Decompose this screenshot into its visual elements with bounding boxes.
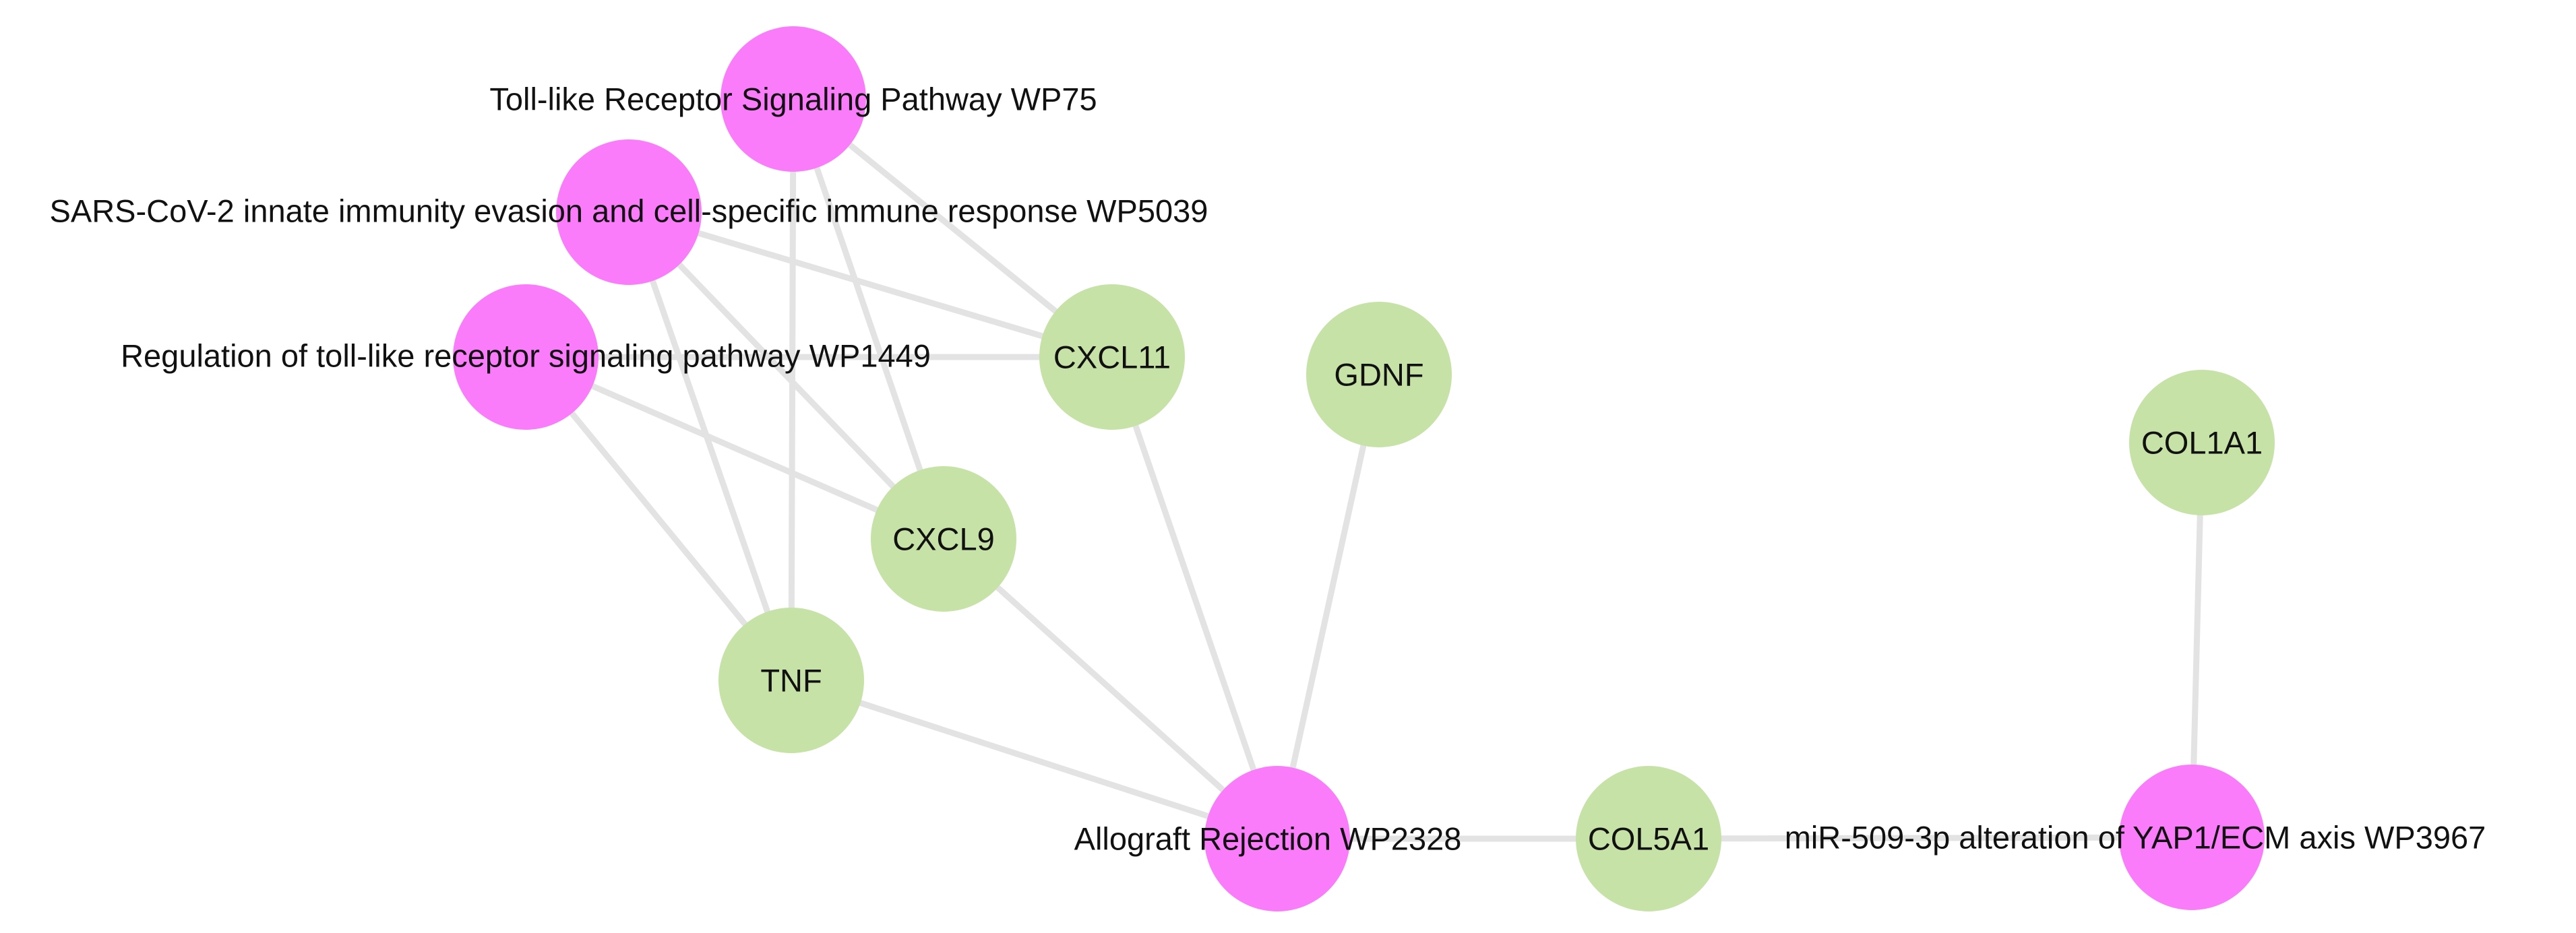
node-label-col5a1: COL5A1 [1588,821,1709,857]
node-gdnf[interactable] [1306,302,1452,447]
node-allo[interactable] [1204,766,1350,911]
node-toll[interactable] [720,26,866,172]
edge-toll-tnf [788,96,797,684]
node-label-cxcl9: CXCL9 [892,521,995,557]
edge-reg-cxcl9 [522,354,947,542]
edge-mir-col5a1 [1645,834,2195,842]
node-label-mir: miR-509-3p alteration of YAP1/ECM axis W… [1785,820,2486,856]
node-label-tnf: TNF [760,663,822,699]
node-label-cxcl11: CXCL11 [1053,340,1171,375]
edge-allo-tnf [788,677,1281,842]
edge-sars-cxcl11 [625,209,1115,360]
node-mir[interactable] [2119,765,2265,910]
node-label-sars: SARS-CoV-2 innate immunity evasion and c… [50,193,1208,229]
edge-toll-cxcl9 [790,96,947,542]
labels-layer: Toll-like Receptor Signaling Pathway WP7… [50,82,2486,857]
node-cxcl9[interactable] [871,466,1016,612]
node-label-col1a1: COL1A1 [2141,425,2263,461]
edge-allo-cxcl11 [1109,354,1281,842]
edge-allo-gdnf [1274,371,1382,842]
edge-allo-cxcl9 [940,536,1281,842]
node-label-toll: Toll-like Receptor Signaling Pathway WP7… [489,82,1097,117]
nodes-layer [453,26,2275,911]
node-label-allo: Allograft Rejection WP2328 [1074,821,1462,857]
edge-sars-cxcl9 [625,209,947,542]
node-col5a1[interactable] [1576,766,1721,911]
node-col1a1[interactable] [2129,370,2275,515]
node-cxcl11[interactable] [1039,284,1185,430]
node-tnf[interactable] [718,608,864,753]
node-reg[interactable] [453,284,599,430]
node-label-reg: Regulation of toll-like receptor signali… [121,338,931,374]
node-sars[interactable] [556,139,702,285]
edge-sars-tnf [625,209,795,684]
node-label-gdnf: GDNF [1334,357,1423,393]
